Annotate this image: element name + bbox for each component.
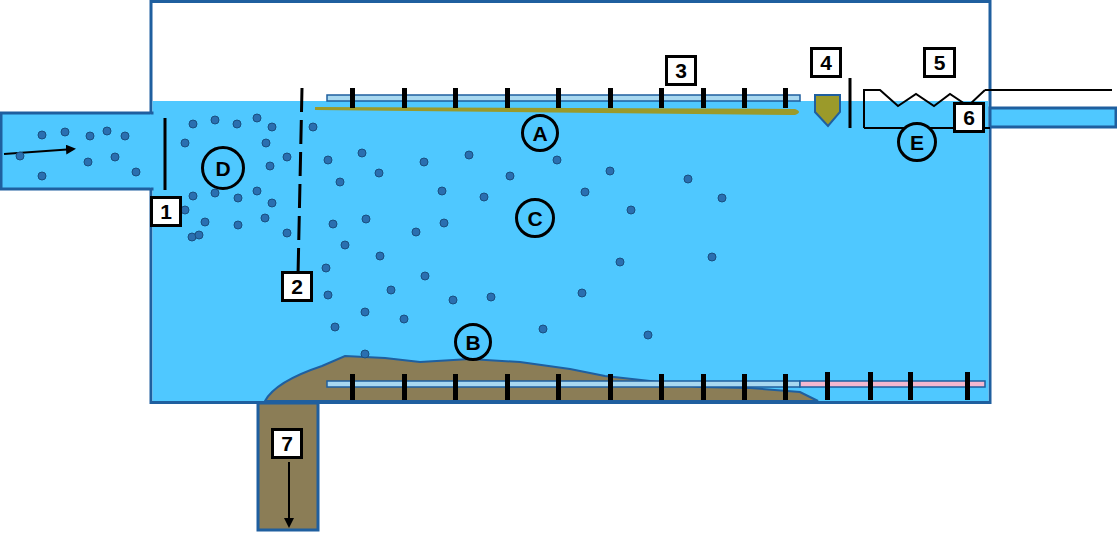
zone-letter: D <box>201 146 245 190</box>
label-text: A <box>532 123 547 144</box>
zone-letter: E <box>897 122 937 162</box>
label-text: 6 <box>963 107 975 128</box>
callout-number: 2 <box>281 271 313 302</box>
callout-number: 1 <box>150 196 182 227</box>
callout-number: 4 <box>810 47 842 78</box>
label-text: B <box>465 332 480 353</box>
label-text: 2 <box>291 276 303 297</box>
label-text: D <box>215 158 230 179</box>
zone-letter: B <box>454 323 492 361</box>
callout-number: 3 <box>665 55 697 86</box>
callout-number: 6 <box>953 102 985 133</box>
label-text: 3 <box>675 60 687 81</box>
label-text: 4 <box>820 52 832 73</box>
label-text: E <box>910 132 924 153</box>
label-text: 1 <box>160 201 172 222</box>
label-text: C <box>527 208 542 229</box>
zone-letter: A <box>521 114 559 152</box>
label-text: 7 <box>281 433 293 454</box>
label-text: 5 <box>934 52 946 73</box>
callout-number: 7 <box>271 428 303 459</box>
callout-number: 5 <box>923 47 956 78</box>
zone-letter: C <box>515 198 555 238</box>
